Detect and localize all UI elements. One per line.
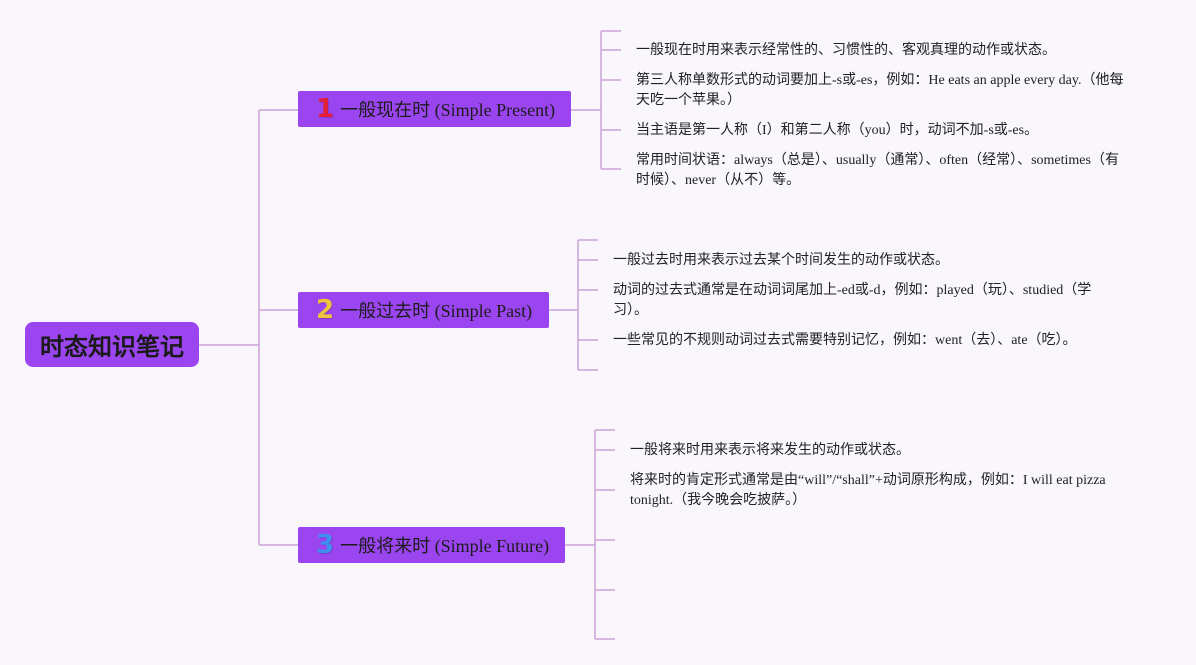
branch-label: 一般将来时 (Simple Future) [340, 536, 550, 556]
note-past-1: 一般过去时用来表示过去某个时间发生的动作或状态。 [613, 253, 949, 268]
number-3-icon: 3 [316, 530, 335, 560]
note-future-2: 将来时的肯定形式通常是由“will”/“shall”+动词原形构成，例如：I w… [630, 473, 1106, 508]
note-past-2: 动词的过去式通常是在动词词尾加上-ed或-d，例如：played（玩）、stud… [613, 283, 1092, 318]
note-present-3: 当主语是第一人称（I）和第二人称（you）时，动词不加-s或-es。 [636, 123, 1039, 138]
note-present-2: 第三人称单数形式的动词要加上-s或-es，例如：He eats an apple… [636, 73, 1124, 108]
branch-label: 一般过去时 (Simple Past) [340, 301, 533, 321]
note-present-4: 常用时间状语：always（总是）、usually（通常）、often（经常）、… [636, 153, 1119, 188]
note-present-1: 一般现在时用来表示经常性的、习惯性的、客观真理的动作或状态。 [636, 43, 1056, 58]
number-1-icon: 1 [316, 94, 335, 124]
root-node[interactable]: 时态知识笔记 [25, 322, 199, 367]
branch-node-simple-future[interactable]: 3 一般将来时 (Simple Future) [298, 527, 565, 563]
branch-node-simple-present[interactable]: 1 一般现在时 (Simple Present) [298, 91, 571, 127]
branch-node-simple-past[interactable]: 2 一般过去时 (Simple Past) [298, 292, 549, 328]
branch-label: 一般现在时 (Simple Present) [340, 100, 556, 120]
root-title: 时态知识笔记 [40, 333, 184, 361]
number-2-icon: 2 [316, 295, 335, 325]
note-past-3: 一些常见的不规则动词过去式需要特别记忆，例如：went（去）、ate（吃）。 [613, 333, 1077, 348]
note-future-1: 一般将来时用来表示将来发生的动作或状态。 [630, 443, 910, 458]
